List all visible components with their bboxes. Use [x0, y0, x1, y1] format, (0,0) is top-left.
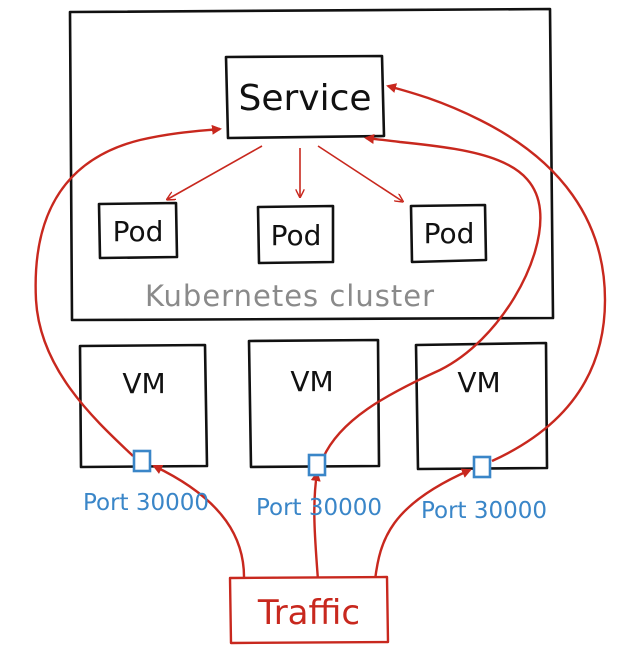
- port-label: Port 30000: [421, 498, 547, 524]
- pod-1: Pod: [97, 201, 179, 260]
- path-traffic-to-port3: [373, 468, 472, 581]
- vm-label: VM: [290, 365, 333, 398]
- vm-label: VM: [122, 367, 165, 400]
- service-to-pod-arrows: [168, 145, 402, 201]
- cluster-label: Kubernetes cluster: [145, 279, 435, 313]
- port-label: Port 30000: [83, 490, 209, 516]
- traffic-label: Traffic: [257, 593, 360, 633]
- port-3: Port 30000: [421, 455, 547, 524]
- path-port2-to-service: [321, 134, 542, 459]
- pod-label: Pod: [113, 215, 164, 248]
- port-to-service-paths: [34, 83, 607, 463]
- arrow-service-pod-3: [317, 145, 402, 201]
- path-traffic-to-port1: [152, 464, 246, 581]
- arrow-service-pod-1: [168, 145, 263, 199]
- path-port3-to-service: [386, 83, 607, 463]
- pod-label: Pod: [271, 219, 322, 252]
- path-traffic-to-port2: [310, 471, 321, 581]
- pod-3: Pod: [409, 203, 488, 264]
- pod-2: Pod: [256, 204, 335, 265]
- vm-2: VM: [247, 338, 381, 469]
- pod-label: Pod: [424, 217, 475, 250]
- port-label: Port 30000: [256, 495, 382, 521]
- service-label: Service: [238, 78, 371, 119]
- path-port1-to-service: [34, 124, 222, 457]
- vm-label: VM: [457, 366, 500, 399]
- vm-3: VM: [414, 341, 549, 471]
- service-node: Service: [224, 54, 386, 140]
- traffic-to-port-paths: [152, 464, 472, 581]
- port-2: Port 30000: [256, 453, 382, 521]
- vm-1: VM: [78, 343, 209, 469]
- kubernetes-cluster: Kubernetes cluster: [68, 7, 555, 322]
- traffic-node: Traffic: [228, 575, 390, 645]
- port-1: Port 30000: [83, 449, 209, 516]
